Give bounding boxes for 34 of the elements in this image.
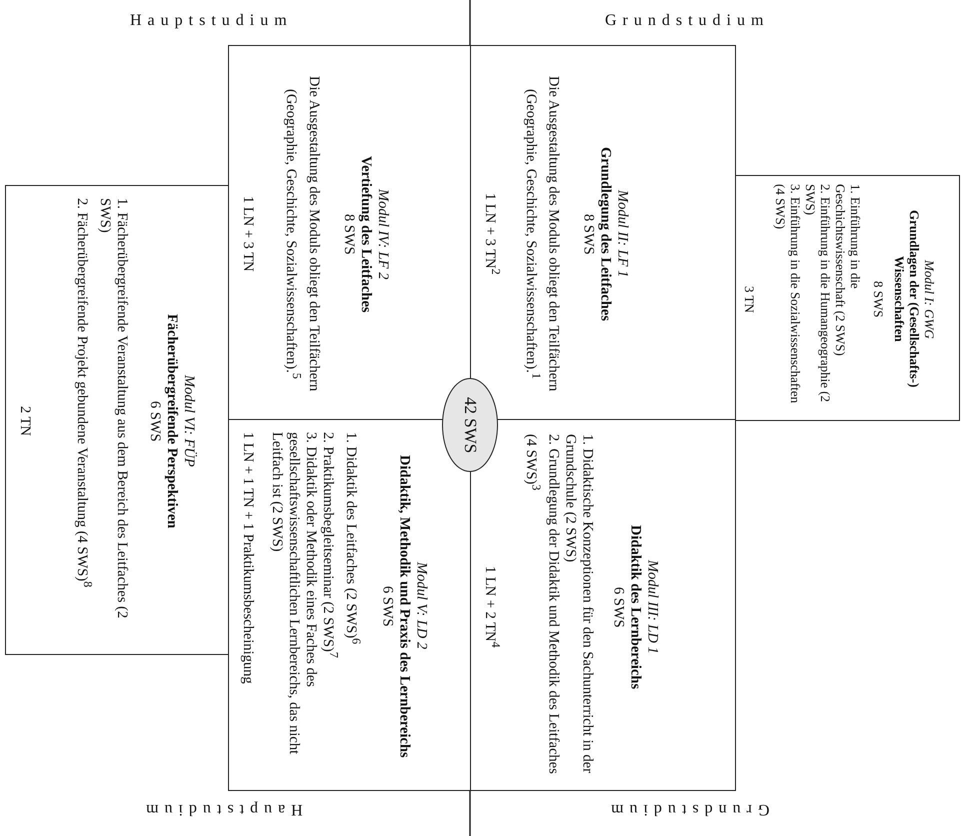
sws-count: 8 SWS <box>871 280 886 320</box>
sws-count: 8 SWS <box>340 212 357 256</box>
module-content: 3. Einführung in die Sozialwissenschaften (4 SWS) <box>773 184 803 406</box>
section-heading: Grundstudium <box>605 800 770 818</box>
requirement-text: 1 LN + 1 TN + 1 Praktikumsbescheinigung <box>239 432 256 686</box>
module-title: Didaktik, Methodik und Praxis des Lernbereichs <box>396 454 413 760</box>
module-label: Modul III: LD 1 <box>644 558 661 656</box>
module-content: 3. Didaktik oder Methodik eines Faches des gesellschaftswissenschaftlichen Lernbereichs, das nicht Leitfach ist (2 SWS) <box>268 432 319 756</box>
module-label: Modul I: GWG <box>922 258 937 340</box>
module-content: 1. Didaktische Konzeptionen für den Sachunterricht in der Grundschule (2 SWS) <box>562 434 596 776</box>
requirement-text: 1 LN + 3 TN <box>239 195 256 274</box>
module-title: Vertiefung des Leitfaches <box>356 154 374 314</box>
sws-count: 6 SWS <box>146 400 163 444</box>
module-label: Modul II: LF 1 <box>614 188 631 280</box>
section-heading: Grundstudium <box>605 12 770 30</box>
module-label: Modul V: LD 2 <box>412 560 430 652</box>
module-label: Modul VI: FÜP <box>180 374 197 469</box>
requirement-text: 3 TN <box>742 284 757 315</box>
sws-count: 6 SWS <box>378 584 396 628</box>
sws-count: 6 SWS <box>610 586 627 630</box>
requirement-text: 2 TN <box>16 405 33 438</box>
module-content: 1. Einführung in die Geschichtswissenschaft (2 SWS) <box>833 184 863 358</box>
module-content: 2. Einführung in die Humangeographie (2 SWS) <box>803 184 833 404</box>
module-title: Didaktik des Lernbereichs <box>626 524 644 692</box>
section-heading: Hauptstudium <box>140 800 303 818</box>
sws-count: 8 SWS <box>580 212 597 256</box>
module-box <box>735 175 960 421</box>
module-label: Modul IV: LF 2 <box>374 188 391 282</box>
module-title: Grundlegung des Leitfaches <box>596 146 614 323</box>
module-title: Grundlagen der (Gesellschafts-) Wissenschaften <box>892 209 922 390</box>
module-title: Fächerübergreifende Perspektiven <box>162 312 180 530</box>
section-heading: Hauptstudium <box>130 12 293 30</box>
module-box <box>5 185 229 655</box>
module-content: 1. Fächerübergreifende Veranstaltung aus dem Bereich des Leitfaches (2 SWS) <box>96 198 130 620</box>
